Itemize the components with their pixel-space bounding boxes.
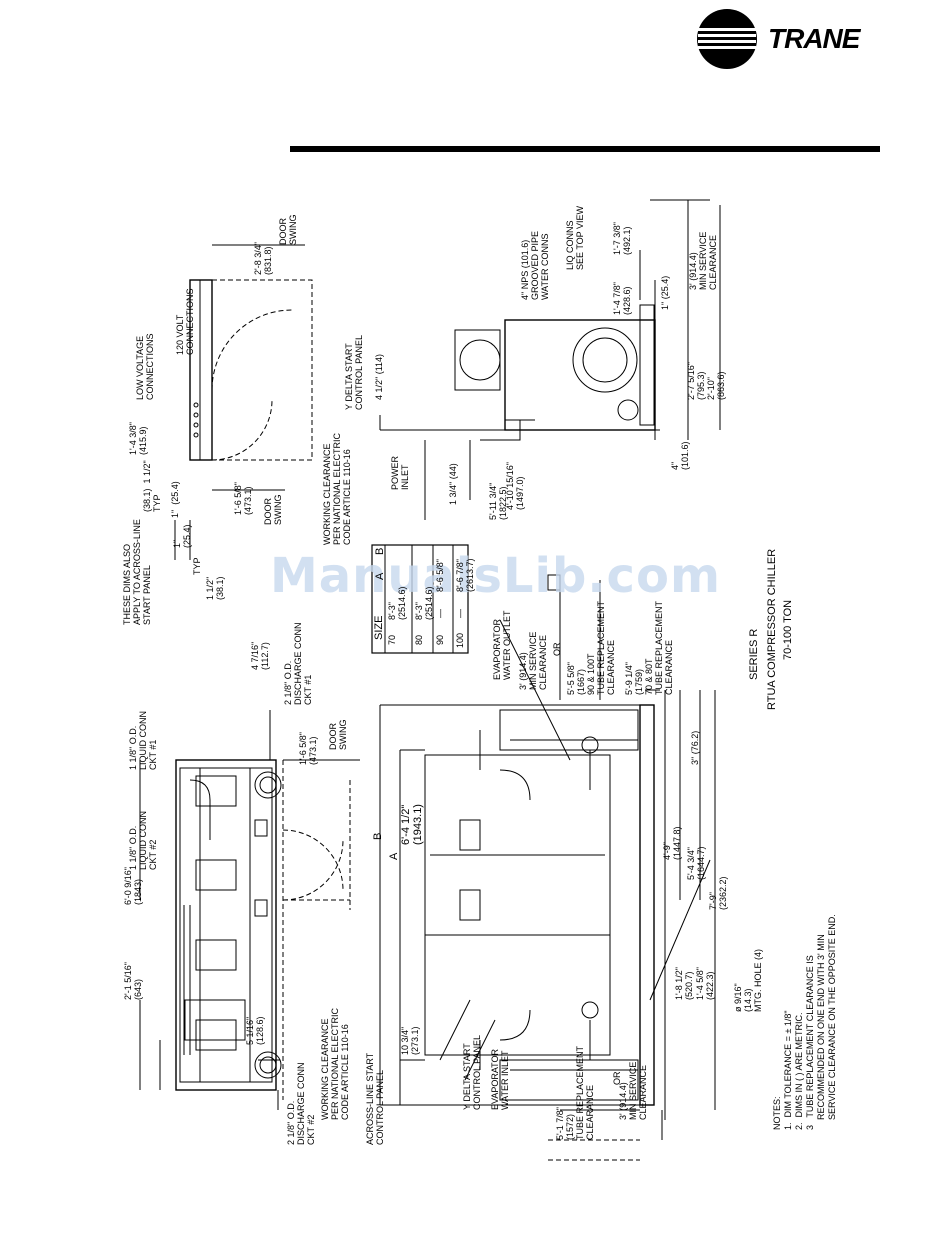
dim-letter-a: A: [388, 852, 400, 860]
label-door-swing-lower: DOOR SWING: [263, 494, 283, 526]
size-table-header-a: A: [374, 572, 386, 580]
dim-4-7-16: 4 7/16" (112.7): [250, 641, 270, 670]
note-2: 2. DIMS IN ( ) ARE METRIC.: [794, 1012, 804, 1130]
dim-1-25-4-end: 1" (25.4): [660, 275, 670, 310]
label-door-swing-top: DOOR SWING: [328, 719, 348, 751]
label-discharge-conn-ckt1: 2 1/8" O.D. DISCHARGE CONN CKT #1: [283, 622, 313, 705]
size-table-header-b: B: [374, 547, 386, 555]
end-view: [379, 199, 721, 520]
front-view-dims: [379, 580, 716, 1161]
trane-logo-mark: [697, 9, 757, 69]
dim-1ft-6-5-8-side: 1'-6 5/8" (473.1): [233, 482, 253, 515]
watermark: ManualsLib.com: [270, 548, 721, 604]
label-working-clearance-front: WORKING CLEARANCE PER NATIONAL ELECTRIC …: [320, 1007, 350, 1120]
label-working-clearance-side: WORKING CLEARANCE PER NATIONAL ELECTRIC …: [322, 432, 352, 545]
top-view: [175, 759, 282, 1091]
size-row-80-a: 8'-3" (2514.6): [414, 586, 434, 620]
dim-3ft-min-bottom: 3' (914.4) MIN SERVICE CLEARANCE: [618, 1061, 648, 1120]
label-across-line-panel: ACROSS-LINE START CONTROL PANEL: [365, 1052, 385, 1145]
size-table-header-size: SIZE: [373, 615, 385, 640]
dim-5ft-11-3-4: 5'-11 3/4" (1822.5): [488, 482, 508, 520]
dim-10-3-4: 10 3/4" (273.1): [400, 1026, 420, 1055]
label-discharge-conn-ckt2: 2 1/8" O.D. DISCHARGE CONN CKT #2: [286, 1062, 316, 1145]
dim-1ft-4-7-8: 1'-4 7/8" (428.6): [612, 282, 632, 315]
label-dims-also-apply: THESE DIMS ALSO APPLY TO ACROSS-LINE STA…: [122, 519, 152, 625]
label-evap-water-inlet: EVAPORATOR WATER INLET: [490, 1048, 510, 1110]
size-row-90-b: 8'-6 5/8": [435, 559, 445, 592]
dim-letter-b: B: [372, 832, 384, 840]
label-mtg-hole: ø 9/16" (14.3) MTG. HOLE (4): [733, 948, 763, 1012]
size-table-grid: [371, 544, 561, 654]
dim-3ft-min-end: 3' (914.4) MIN SERVICE CLEARANCE: [688, 231, 718, 290]
label-y-delta-side: Y DELTA START CONTROL PANEL: [344, 334, 364, 410]
size-row-70-size: 70: [387, 634, 397, 645]
trane-logo: TRANE: [697, 9, 863, 69]
dim-5ft-1-7-8: 5'-1 7/8" (1572) TUBE REPLACEMENT CLEARA…: [555, 1045, 595, 1140]
note-3b: RECOMMENDED ON ONE END WITH 3' MIN: [816, 934, 826, 1130]
size-row-90-size: 90: [435, 634, 445, 645]
dim-1-1-2-typ: 1 1/2" (38.1): [205, 576, 225, 600]
dim-2ft-10: 2'-10" (863.6): [706, 371, 726, 400]
label-liq-conns: LIQ CONNS SEE TOP VIEW: [565, 205, 585, 270]
label-liquid-conn-ckt1: 1 1/8" O.D. LIQUID CONN CKT #1: [128, 710, 158, 770]
dim-1ft-8-1-2: 1'-8 1/2" (520.7): [674, 967, 694, 1000]
label-low-voltage: LOW VOLTAGE CONNECTIONS: [135, 333, 155, 400]
dim-4-101-6: 4" (101.6): [670, 441, 690, 470]
note-1: 1. DIM TOLERANCE = ± 1/8": [783, 1010, 793, 1130]
dim-4ft-9: 4'-9" (1447.8): [662, 826, 682, 860]
label-liquid-conn-ckt2: 1 1/8" O.D. LIQUID CONN CKT #2: [128, 810, 158, 870]
dim-3ft-min-top: 3' (914.4) MIN SERVICE CLEARANCE: [518, 631, 548, 690]
size-row-80-size: 80: [414, 634, 424, 645]
label-120-volt: 120 VOLT CONNECTIONS: [175, 288, 195, 355]
size-row-70-a: 8'-3" (2514.6): [387, 586, 407, 620]
label-door-swing-side: DOOR SWING: [278, 214, 298, 246]
dim-2ft-8-3-4: 2'-8 3/4" (831.8): [253, 242, 273, 275]
dim-1ft-7-3-8: 1'-7 3/8" (492.1): [612, 222, 632, 255]
note-3c: SERVICE CLEARANCE ON THE OPPOSITE END.: [827, 914, 837, 1130]
dim-1ft-6-5-8-top: 1'-6 5/8" (473.1): [298, 732, 318, 765]
label-evap-water-outlet: EVAPORATOR WATER OUTLET: [492, 610, 512, 681]
dim-5-1-16: 5 1/16" (128.6): [245, 1016, 265, 1045]
dim-38-1-typ: (38.1) 1 1/2" TYP: [142, 460, 162, 512]
dim-4-1-2: 4 1/2" (114): [374, 353, 384, 400]
title-model: RTUA COMPRESSOR CHILLER: [766, 548, 778, 710]
dim-6ft-0-9-16: 6'-0 9/16" (1843): [123, 867, 143, 905]
dim-7ft-9: 7'-9" (2362.2): [708, 876, 728, 910]
header-rule: [290, 146, 880, 152]
dim-1ft-4-3-8: 1'-4 3/8" (415.9): [128, 422, 148, 455]
label-or-top: OR: [552, 642, 562, 657]
title-series: SERIES R: [748, 628, 760, 680]
label-4-nps-grooved: 4" NPS (101.6) GROOVED PIPE WATER CONNS: [520, 230, 550, 300]
dim-6ft-4-1-2: 6'-4 1/2" (1943.1): [400, 804, 424, 845]
size-row-90-a: —: [435, 609, 445, 618]
dim-5ft-4-3-4: 5'-4 3/4" (1644.7): [686, 846, 706, 880]
panel-view: [174, 244, 313, 560]
dim-5ft-5-5-8: 5'-5 5/8" (1667) 90 & 100T TUBE REPLACEM…: [566, 600, 616, 695]
label-typ: TYP: [192, 557, 202, 575]
dim-4ft-10-15-16: 4'-10 15/16" (1497.0): [505, 462, 525, 510]
dim-2ft-1-5-16: 2'-1 5/16" (643): [123, 962, 143, 1000]
dim-1-25-4-a: 1" (25.4): [172, 524, 192, 548]
dim-1-25-4-b: 1" (25.4): [170, 481, 180, 518]
front-view: [424, 704, 655, 1106]
note-3a: 3 TUBE REPLACEMENT CLEARANCE IS: [805, 955, 815, 1130]
size-row-100-size: 100: [455, 632, 465, 648]
size-row-100-a: —: [455, 609, 465, 618]
top-view-dims: [139, 710, 360, 1110]
size-row-100-b: 8'-6 7/8" (2613.7): [455, 558, 475, 592]
dim-3-76: 3" (76.2): [690, 730, 700, 765]
notes-heading: NOTES:: [772, 1096, 782, 1130]
dim-5ft-9-1-4: 5'-9 1/4" (1759) 70 & 80T TUBE REPLACEME…: [624, 600, 674, 695]
dim-2ft-7-5-16: 2'-7 5/16" (795.3): [686, 362, 706, 400]
dim-1ft-4-5-8-front: 1'-4 5/8" (422.3): [695, 967, 715, 1000]
title-range: 70-100 TON: [782, 599, 794, 660]
trane-wordmark: TRANE: [768, 23, 862, 54]
dim-1-3-4: 1 3/4" (44): [448, 463, 458, 505]
label-power-inlet: POWER INLET: [390, 455, 410, 490]
label-y-delta-front: Y DELTA START CONTROL PANEL: [462, 1034, 482, 1110]
